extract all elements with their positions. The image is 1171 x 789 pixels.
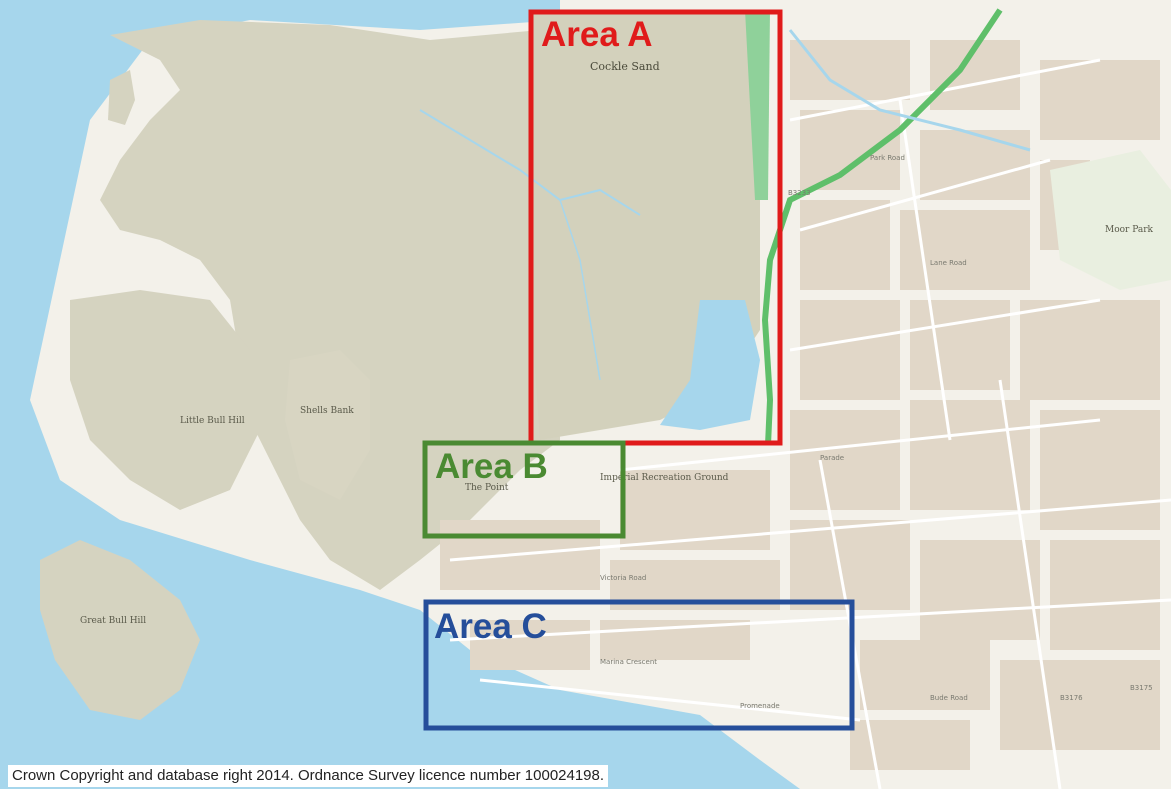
estuary-water [0, 0, 800, 789]
sand-flats-main [100, 20, 560, 590]
label-moor-park: Moor Park [1105, 225, 1154, 235]
label-great-bull-hill: Great Bull Hill [80, 616, 146, 626]
road-label-b3176: B3176 [1060, 694, 1083, 702]
label-the-point: The Point [465, 483, 509, 493]
area-b-label: Area B [435, 447, 548, 486]
label-marina-crescent: Marina Crescent [600, 658, 657, 666]
label-recreation-ground: Imperial Recreation Ground [600, 473, 729, 483]
road-label-victoria-road: Victoria Road [600, 574, 646, 582]
road-label-parade: Parade [820, 454, 844, 462]
area-b-box[interactable] [422, 440, 626, 539]
creek-1 [419, 109, 641, 216]
creek-2 [559, 199, 601, 381]
green-strip [745, 10, 770, 200]
area-a-box[interactable] [528, 9, 783, 446]
label-promenade: Promenade [740, 702, 780, 710]
sand-flats-shells [285, 350, 370, 500]
road-label-park-road: Park Road [870, 154, 905, 162]
main-road-b3233 [761, 8, 1003, 446]
road-label-bude-road: Bude Road [930, 694, 968, 702]
copyright-notice: Crown Copyright and database right 2014.… [8, 765, 609, 787]
area-c-label: Area C [434, 607, 547, 646]
sand-island [108, 70, 135, 125]
sand-flats-great-bull [40, 540, 200, 720]
road-network [449, 58, 1171, 789]
road-label-b3233: B3233 [788, 189, 811, 197]
moor-park [1050, 150, 1171, 290]
label-little-bull-hill: Little Bull Hill [180, 416, 245, 426]
label-cockle-sand: Cockle Sand [590, 60, 660, 73]
area-c-box[interactable] [423, 599, 855, 731]
area-a-label: Area A [541, 15, 653, 54]
road-label-lane-road: Lane Road [930, 259, 967, 267]
road-label-b3175: B3175 [1130, 684, 1153, 692]
river-upper [788, 29, 1031, 152]
lagoon [660, 300, 760, 430]
label-shells-bank: Shells Bank [300, 406, 354, 416]
sand-flats-left [70, 290, 260, 510]
